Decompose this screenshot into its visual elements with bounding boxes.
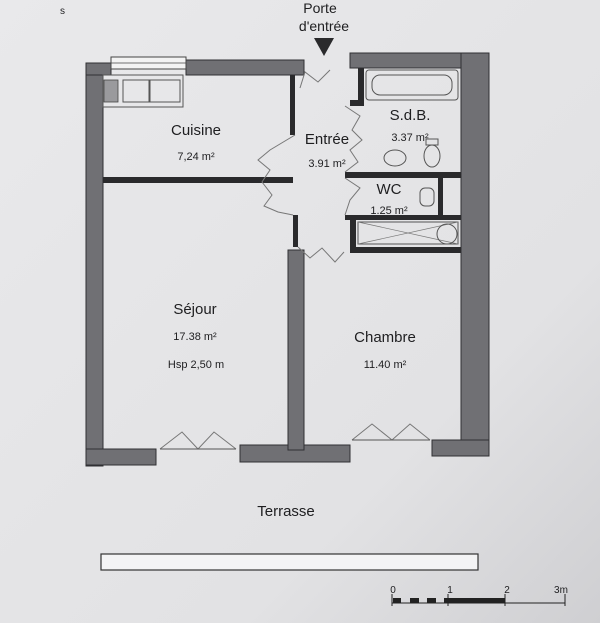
wc-toilet-icon [419,187,435,207]
sink-icon [122,79,150,103]
wall-left [85,62,104,467]
wall-closet-left [350,220,356,253]
entry-door [299,69,331,89]
kitchen-counter [102,74,184,108]
washbasin-icon [383,149,407,167]
closet [357,221,459,245]
scale-bar: 0 1 2 3m [390,585,568,606]
wall-bottom-left [85,448,157,466]
wall-bottom-right [431,439,490,457]
wall-sdb-left [358,68,364,106]
chambre-door [297,246,345,263]
wall-top-right [349,52,463,69]
entrance-label-line2: d'entrée [299,18,349,34]
room-sejour-area: 17.38 m² [173,331,217,343]
scale-tick-3: 3m [554,585,568,596]
room-labels: Cuisine 7,24 m² Entrée 3.91 m² S.d.B. 3.… [168,107,431,520]
wall-top-middle [185,59,305,76]
bathtub-icon [365,69,459,101]
room-sdb-area: 3.37 m² [391,132,429,144]
wall-entree-left-upper [290,75,295,135]
wall-entree-left-lower [293,215,298,247]
room-entree-name: Entrée [305,131,349,148]
wall-wc-right [438,172,443,218]
scale-tick-0: 0 [390,585,396,596]
fixtures [102,69,459,245]
room-chambre-name: Chambre [354,329,416,346]
wall-sejour-chambre [287,249,305,451]
corner-text: s [60,6,65,17]
room-sejour-height: Hsp 2,50 m [168,359,224,371]
stove-icon [103,79,119,103]
wall-cuisine-sejour [103,177,293,183]
wall-wc-closet [345,215,461,220]
entrance-arrow-icon [314,38,334,56]
sdb-door [344,105,363,173]
wall-chambre-top [350,247,461,253]
room-cuisine-area: 7,24 m² [177,151,215,163]
room-wc-area: 1.25 m² [370,205,408,217]
scale-tick-1: 1 [447,585,453,596]
room-sejour-name: Séjour [173,301,216,318]
outer-walls [85,52,490,467]
wc-door [344,177,361,216]
room-cuisine-name: Cuisine [171,122,221,139]
doors [159,69,431,450]
entree-left-door [257,134,296,216]
interior-walls [103,68,461,451]
room-entree-area: 3.91 m² [308,158,346,170]
wall-sdb-wc [345,172,461,178]
terrasse-label: Terrasse [257,503,315,520]
entrance-label-line1: Porte [303,0,337,16]
wall-right [460,52,490,457]
room-sdb-name: S.d.B. [390,107,431,124]
terrace-railing [100,553,479,571]
scale-tick-2: 2 [504,585,510,596]
water-heater-icon [436,223,458,245]
room-chambre-area: 11.40 m² [364,359,407,371]
wall-top-left [85,62,112,76]
room-wc-name: WC [377,181,402,198]
